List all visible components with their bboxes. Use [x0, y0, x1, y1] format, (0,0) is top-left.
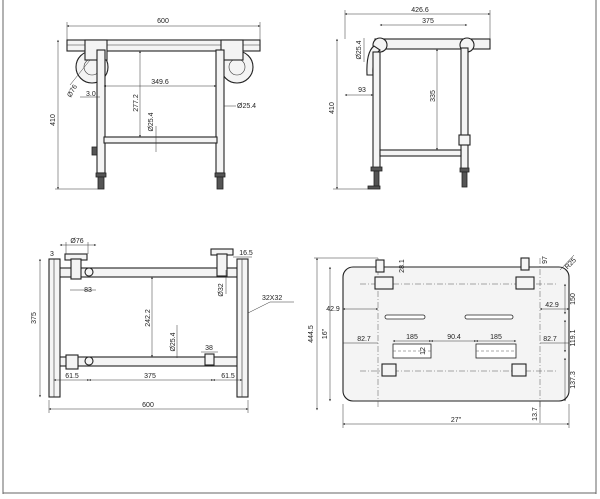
plan-caster-fr [511, 363, 527, 377]
plan-overall-height-label: 444.5 [308, 325, 315, 343]
plan-radius-label: R25 [564, 257, 578, 271]
side-height-label: 410 [329, 102, 336, 114]
top-width-label: 600 [142, 402, 154, 409]
top-span-y-label: 242.2 [145, 309, 152, 327]
front-wheel-dia-label: Ø76 [66, 84, 79, 99]
top-bracket-label: 38 [205, 345, 213, 352]
side-leg-rear [460, 47, 469, 170]
top-wheel-inset-label: 83 [84, 287, 92, 294]
top-depth-label: 375 [31, 312, 38, 324]
plan-seg-b-label: 90.4 [447, 334, 461, 341]
top-view: Ø76 3 16.5 Ø32 83 242.2 Ø25.4 38 375 61.… [31, 238, 294, 413]
plan-slot-2 [464, 314, 514, 320]
top-edge-right-label: 61.5 [221, 373, 235, 380]
front-leg-height-label: 277.2 [133, 94, 140, 112]
side-offset-label: 93 [358, 87, 366, 94]
side-crossbar [379, 149, 462, 157]
plan-top-right-label: 97 [542, 256, 549, 264]
top-frame-left [48, 258, 61, 398]
side-leg-height-label: 335 [430, 90, 437, 102]
plan-left-offset-label: 42.9 [326, 306, 340, 313]
front-leg-left [96, 49, 106, 174]
plan-caster-fl [381, 363, 397, 377]
front-height-label: 410 [50, 114, 57, 126]
front-width-label: 600 [157, 18, 169, 25]
top-leg-dia-label: Ø32 [218, 283, 225, 296]
plan-seg-c-label: 185 [490, 334, 502, 341]
plan-outer-width-label: 27" [451, 417, 462, 424]
plan-bottom-mark-label: 13.7 [532, 407, 539, 421]
top-plate-offset-label: 3 [50, 251, 54, 258]
side-view: 426.6 375 Ø25.4 93 335 410 [329, 7, 491, 190]
front-view: 600 410 Ø76 3.0 349.6 277.2 Ø25.4 Ø25.4 [50, 18, 261, 190]
top-tube-label: Ø25.4 [170, 332, 177, 351]
plan-right-a-label: 150 [570, 293, 577, 305]
top-profile-label: 32X32 [262, 295, 282, 302]
side-overall-label: 426.6 [411, 7, 429, 14]
front-crossbar [103, 136, 218, 144]
plan-caster-rl [374, 276, 394, 290]
top-span-x-label: 375 [144, 373, 156, 380]
side-tube-label: Ø25.4 [356, 40, 363, 59]
plan-slot-1 [384, 314, 426, 320]
plan-right-c-label: 137.3 [570, 371, 577, 389]
plan-small-label: 12 [420, 347, 427, 355]
plan-right-b-label: 119.1 [570, 329, 577, 346]
plan-top-mark-label: 28.1 [399, 259, 406, 273]
plan-slot-left-label: 82.7 [357, 336, 371, 343]
front-leg-right [215, 49, 225, 174]
front-top-rail [66, 39, 261, 52]
top-pad-label: 16.5 [239, 250, 253, 257]
front-tube-a-label: Ø25.4 [237, 103, 256, 110]
front-wheel-offset-label: 3.0 [86, 91, 96, 98]
top-edge-left-label: 61.5 [65, 373, 79, 380]
plan-right-offset-label: 42.9 [545, 302, 559, 309]
side-leg-front [372, 51, 381, 170]
front-tube-b-label: Ø25.4 [148, 112, 155, 131]
plan-inner-height-label: 16" [322, 328, 329, 339]
front-span-label: 349.6 [151, 79, 169, 86]
side-span-label: 375 [422, 18, 434, 25]
plan-seg-a-label: 185 [406, 334, 418, 341]
plan-caster-rr [515, 276, 535, 290]
top-plate-label: Ø76 [70, 238, 83, 245]
top-frame-right [236, 258, 249, 398]
plan-slot-right-label: 82.7 [543, 336, 557, 343]
plan-view: 444.5 16" 27" R25 28.1 97 42.9 42.9 150 … [308, 254, 578, 428]
